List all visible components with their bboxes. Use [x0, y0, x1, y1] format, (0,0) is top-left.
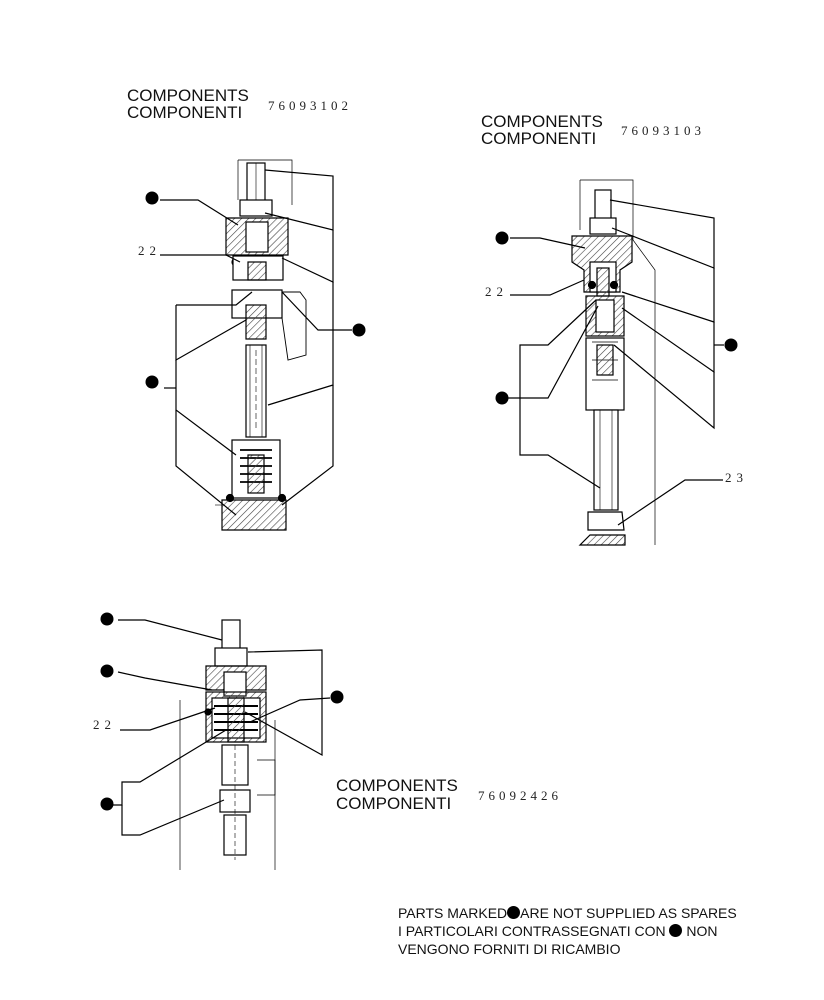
group1-part-number: 76093102 [268, 98, 352, 113]
ref-22-assembly1: 22 [138, 243, 161, 258]
group1-title-en: COMPONENTS [127, 86, 249, 105]
group1-title-it: COMPONENTI [127, 103, 243, 122]
group3-title-en: COMPONENTS [336, 776, 458, 795]
note-line1-end: ARE NOT SUPPLIED AS SPARES [520, 905, 737, 921]
assembly-76092426 [100, 612, 344, 870]
group3-title-it: COMPONENTI [336, 794, 452, 813]
group2-part-number: 76093103 [621, 123, 705, 138]
bullet-icon [669, 924, 683, 937]
spares-note-line2: I PARTICOLARI CONTRASSEGNATI CON NON [398, 923, 718, 940]
note-line2-start: I PARTICOLARI CONTRASSEGNATI CON [398, 923, 666, 939]
assembly-76093102 [145, 159, 366, 531]
ref-23-assembly2: 23 [725, 470, 748, 485]
spares-note-line3: VENGONO FORNITI DI RICAMBIO [398, 941, 621, 957]
bullet-icon [507, 906, 521, 919]
ref-22-assembly2: 22 [485, 284, 508, 299]
note-line1-start: PARTS MARKED [398, 905, 508, 921]
group3-part-number: 76092426 [478, 788, 562, 803]
spares-note-line1: PARTS MARKED ARE NOT SUPPLIED AS SPARES [398, 905, 737, 922]
assembly-76093103 [495, 179, 738, 546]
ref-22-assembly3: 22 [93, 717, 116, 732]
group2-title-en: COMPONENTS [481, 112, 603, 131]
group2-title-it: COMPONENTI [481, 129, 597, 148]
note-line2-end: NON [686, 923, 718, 939]
